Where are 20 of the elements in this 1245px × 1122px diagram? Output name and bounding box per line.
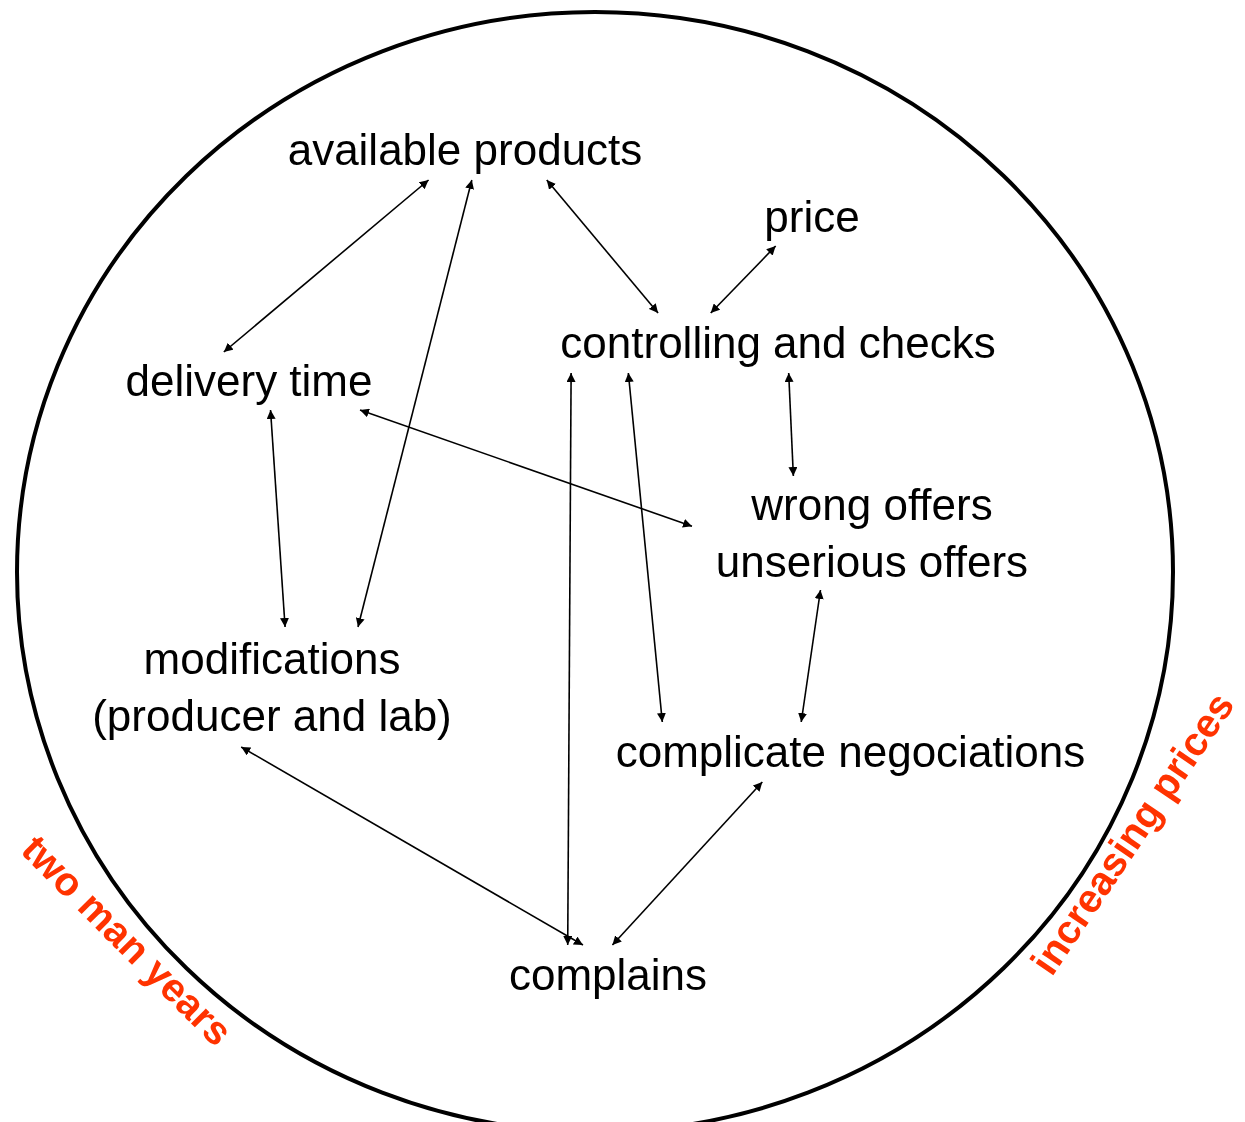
node-text: wrong offers unserious offers xyxy=(714,478,1030,588)
node-text: available products xyxy=(287,124,643,177)
double-arrow xyxy=(355,179,474,628)
double-arrow xyxy=(223,179,430,353)
double-arrow xyxy=(798,589,824,723)
double-arrow xyxy=(709,245,777,314)
double-arrow xyxy=(624,372,666,723)
double-arrow xyxy=(563,372,576,946)
double-arrow xyxy=(611,781,764,946)
node-text: modifications (producer and lab) xyxy=(91,632,453,742)
node-text: complicate negociations xyxy=(615,726,1086,779)
double-arrow xyxy=(784,372,798,477)
node-text: price xyxy=(764,191,860,244)
node-text: controlling and checks xyxy=(560,317,996,370)
double-arrow xyxy=(240,746,584,946)
node-text: complains xyxy=(508,949,708,1002)
double-arrow xyxy=(359,408,693,528)
double-arrow xyxy=(266,409,289,628)
double-arrow xyxy=(545,179,659,314)
node-text: delivery time xyxy=(125,355,373,408)
